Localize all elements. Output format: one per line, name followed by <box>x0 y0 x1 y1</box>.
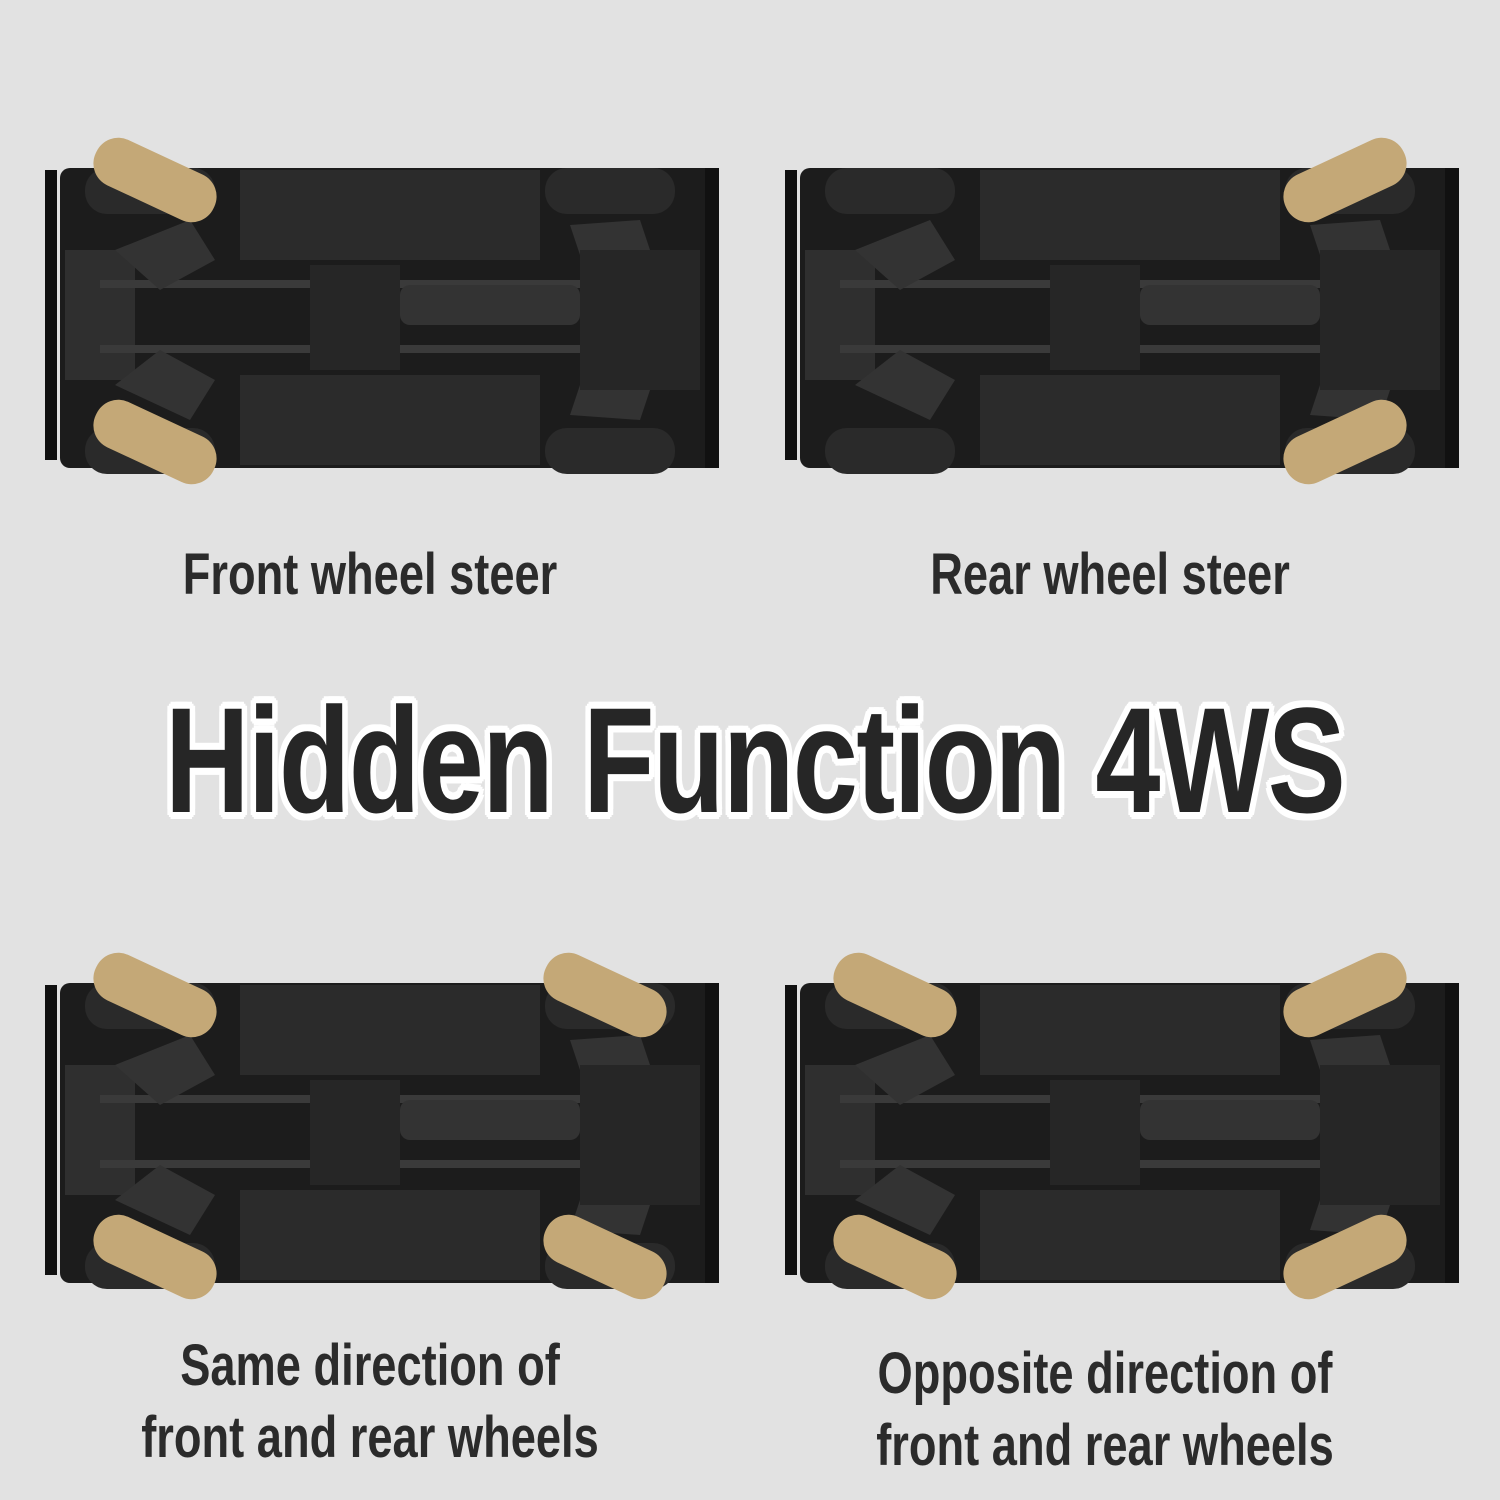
tires <box>85 137 675 485</box>
caption-line-1: Opposite direction of <box>877 1341 1333 1406</box>
caption-front-steer: Front wheel steer <box>128 540 612 610</box>
front-right-tire <box>825 428 955 474</box>
chassis-panel-rear-steer <box>780 130 1470 510</box>
chassis-panel-front-steer <box>40 130 730 510</box>
chassis-panel-opposite-direction <box>780 945 1470 1325</box>
tires <box>85 952 675 1300</box>
tires <box>825 952 1415 1300</box>
chassis-image-opposite-direction <box>785 952 1459 1300</box>
rear-right-tire <box>545 428 675 474</box>
chassis-body <box>785 168 1459 468</box>
caption-line: Front wheel steer <box>182 542 558 607</box>
rear-left-tire <box>545 168 675 214</box>
chassis-body <box>45 983 719 1283</box>
front-left-tire <box>825 168 955 214</box>
headline-title: Hidden Function 4WS <box>165 676 1346 844</box>
caption-rear-steer: Rear wheel steer <box>868 540 1352 610</box>
chassis-body <box>785 983 1459 1283</box>
caption-line: Rear wheel steer <box>930 542 1290 607</box>
caption-line-2: front and rear wheels <box>141 1405 599 1470</box>
caption-line-1: Same direction of <box>180 1333 560 1398</box>
chassis-body <box>45 168 719 468</box>
tires <box>825 137 1415 485</box>
chassis-image-same-direction <box>45 952 719 1300</box>
caption-opposite-direction: Opposite direction of front and rear whe… <box>848 1338 1363 1482</box>
chassis-panel-same-direction <box>40 945 730 1325</box>
chassis-image-rear-steer <box>785 137 1459 485</box>
caption-same-direction: Same direction of front and rear wheels <box>113 1330 628 1474</box>
chassis-image-front-steer <box>45 137 719 485</box>
caption-line-2: front and rear wheels <box>876 1413 1334 1478</box>
